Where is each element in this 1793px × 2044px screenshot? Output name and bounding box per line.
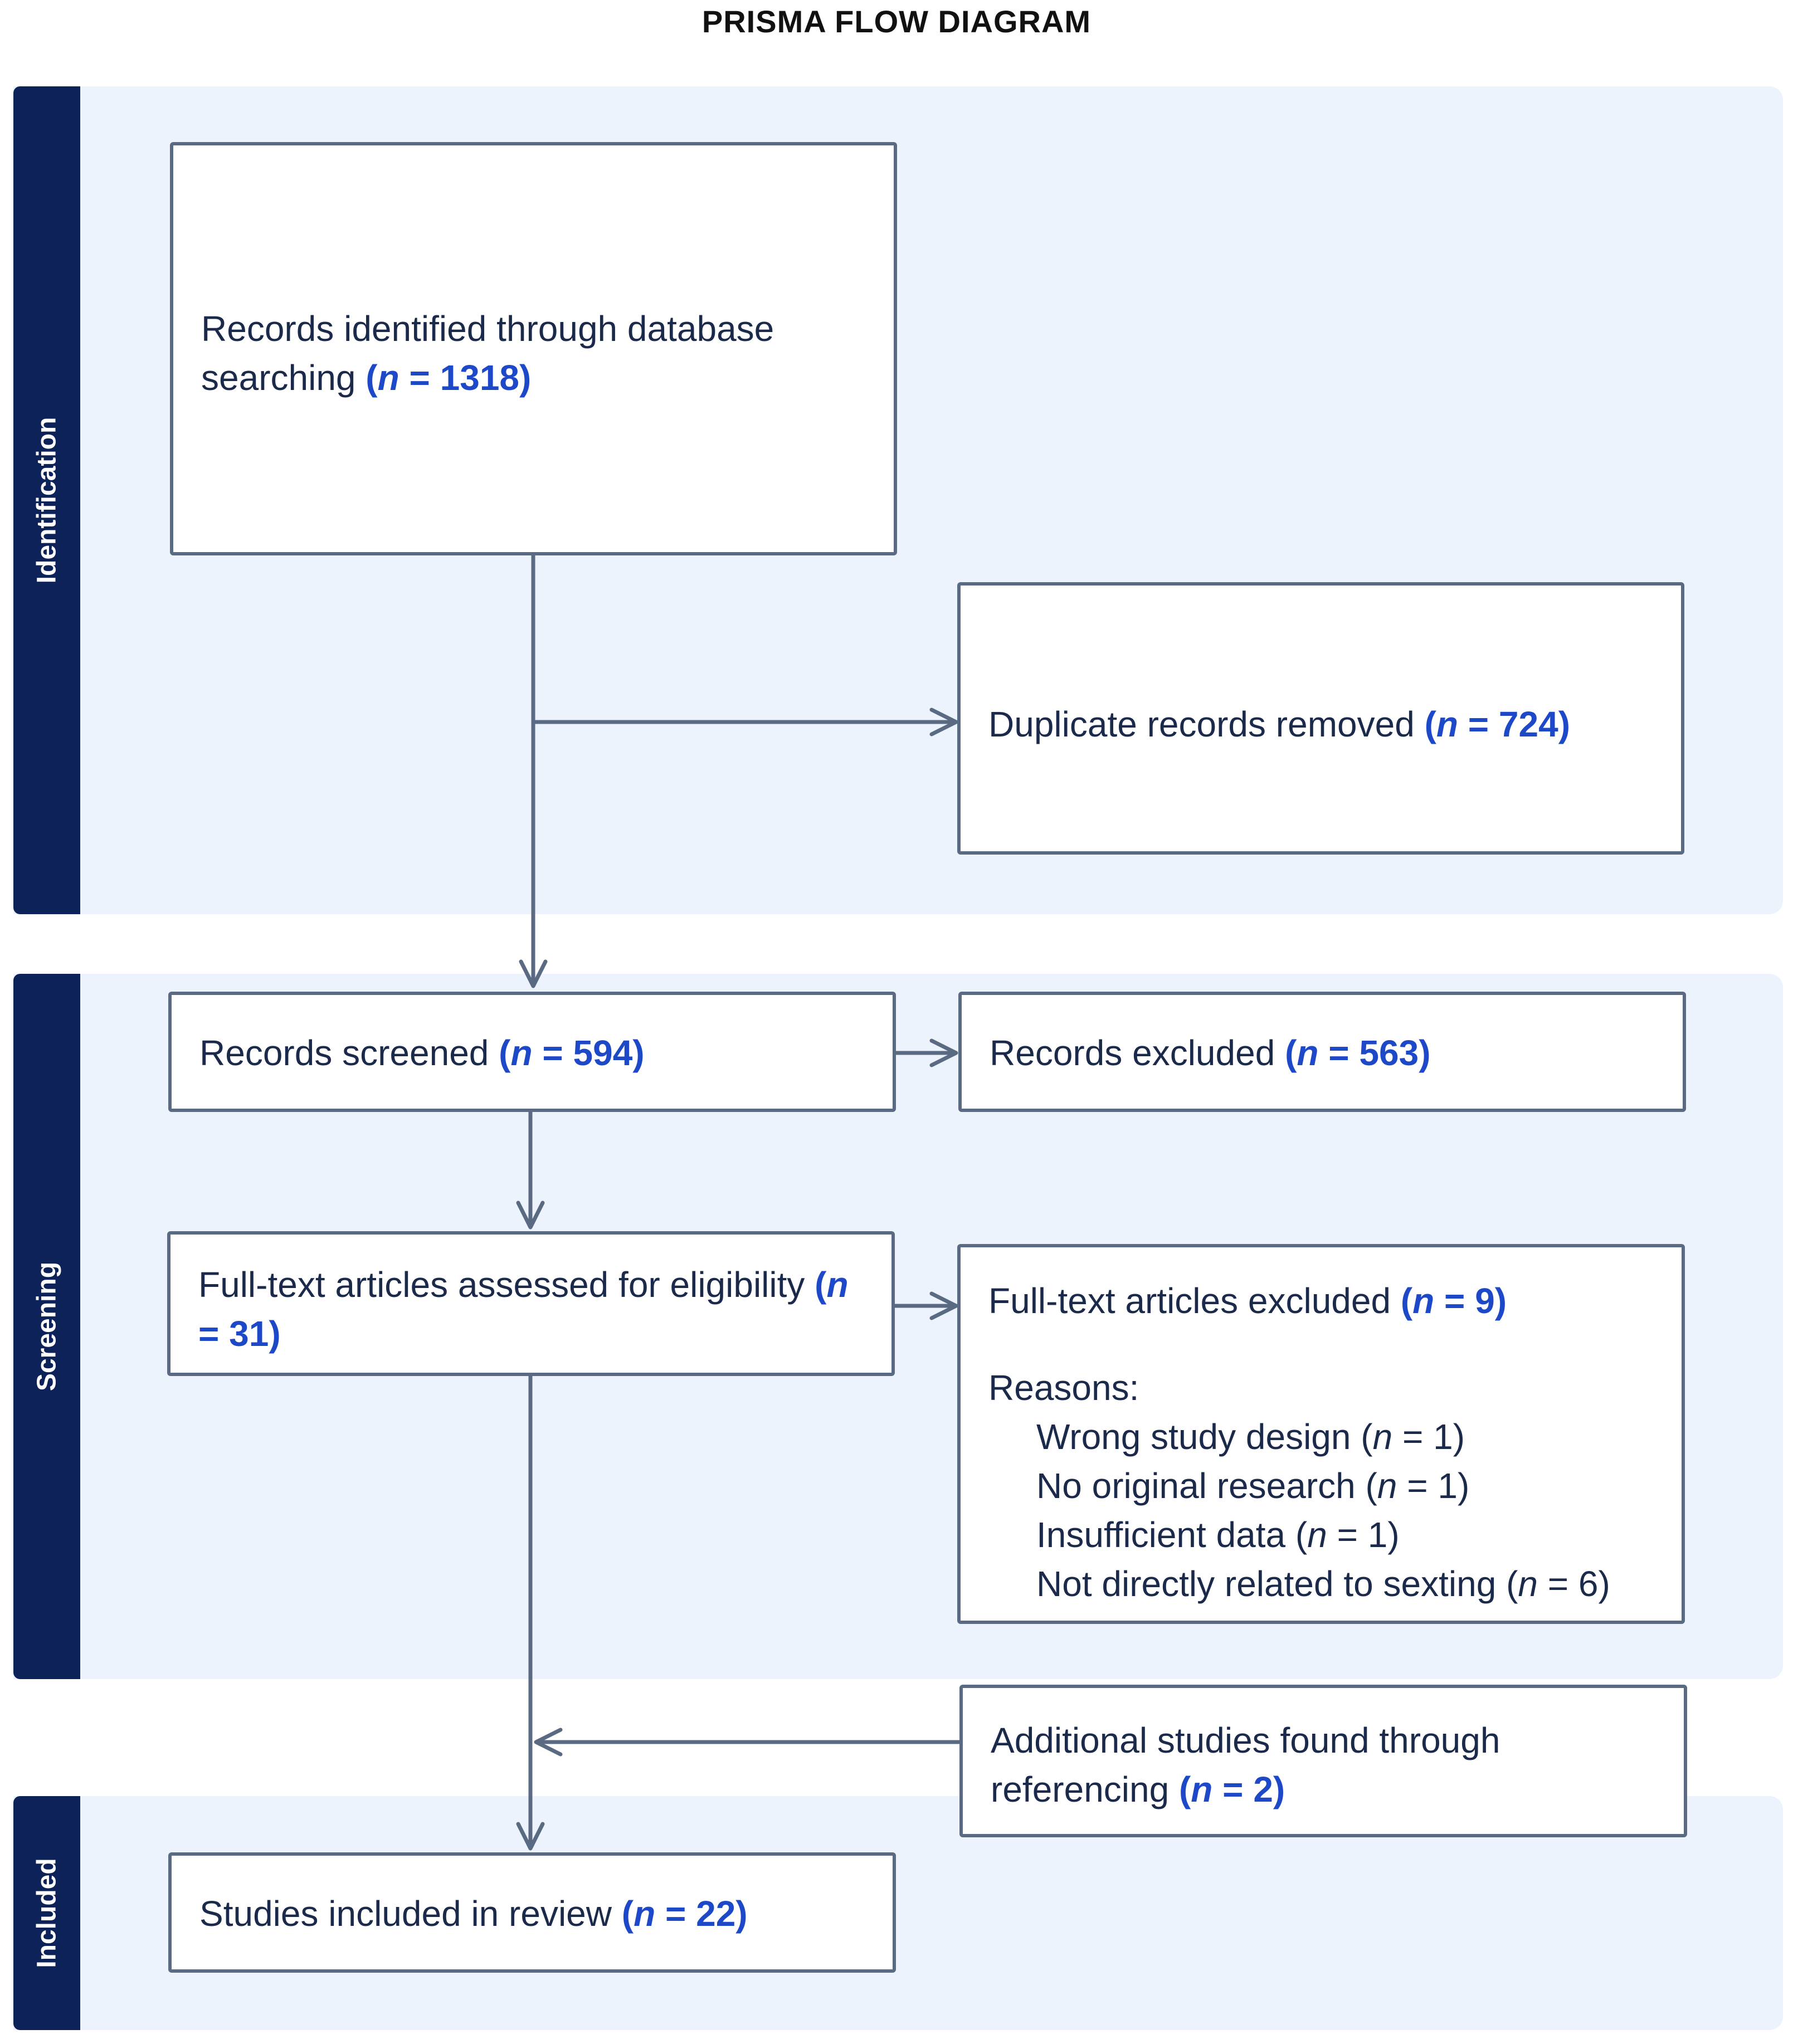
- studies-included-box: Studies included in review (n = 22): [168, 1852, 896, 1973]
- fulltext-assessed-count: (n = 31): [198, 1265, 849, 1354]
- records-excluded-box: Records excluded (n = 563): [958, 992, 1686, 1112]
- reason-item: Insufficient data (n = 1): [1036, 1515, 1400, 1555]
- additional-studies-box: Additional studies found through referen…: [959, 1685, 1687, 1837]
- included-stage-label: Included: [13, 1796, 80, 2030]
- fulltext-excluded-text: Full-text articles excluded: [988, 1281, 1391, 1321]
- reason-item: Not directly related to sexting (n = 6): [1036, 1564, 1610, 1604]
- records-excluded-count: (n = 563): [1285, 1033, 1431, 1073]
- studies-included-count: (n = 22): [621, 1894, 748, 1934]
- reason-item: No original research (n = 1): [1036, 1466, 1470, 1506]
- additional-studies-text: Additional studies found through referen…: [991, 1720, 1500, 1809]
- additional-studies-count: (n = 2): [1178, 1769, 1285, 1809]
- fulltext-excluded-count: (n = 9): [1400, 1281, 1507, 1321]
- identification-stage-label: Identification: [13, 86, 80, 914]
- records-identified-box: Records identified through database sear…: [170, 142, 897, 555]
- fulltext-assessed-box: Full-text articles assessed for eligibil…: [167, 1231, 895, 1376]
- records-screened-text: Records screened: [199, 1033, 489, 1073]
- records-screened-box: Records screened (n = 594): [168, 992, 896, 1112]
- fulltext-assessed-text: Full-text articles assessed for eligibil…: [198, 1265, 805, 1305]
- records-identified-text: Records identified through database sear…: [201, 309, 774, 398]
- reason-item: Wrong study design (n = 1): [1036, 1417, 1465, 1457]
- duplicates-removed-text: Duplicate records removed: [988, 704, 1415, 744]
- records-excluded-text: Records excluded: [990, 1033, 1275, 1073]
- diagram-title: PRISMA FLOW DIAGRAM: [701, 4, 1092, 39]
- records-screened-count: (n = 594): [499, 1033, 645, 1073]
- fulltext-excluded-box: Full-text articles excluded (n = 9) Reas…: [957, 1244, 1685, 1624]
- duplicates-removed-box: Duplicate records removed (n = 724): [957, 582, 1684, 855]
- reasons-label: Reasons:: [988, 1368, 1139, 1408]
- screening-stage-label: Screening: [13, 974, 80, 1679]
- studies-included-text: Studies included in review: [199, 1894, 612, 1934]
- duplicates-removed-count: (n = 724): [1424, 704, 1570, 744]
- records-identified-count: (n = 1318): [366, 358, 532, 398]
